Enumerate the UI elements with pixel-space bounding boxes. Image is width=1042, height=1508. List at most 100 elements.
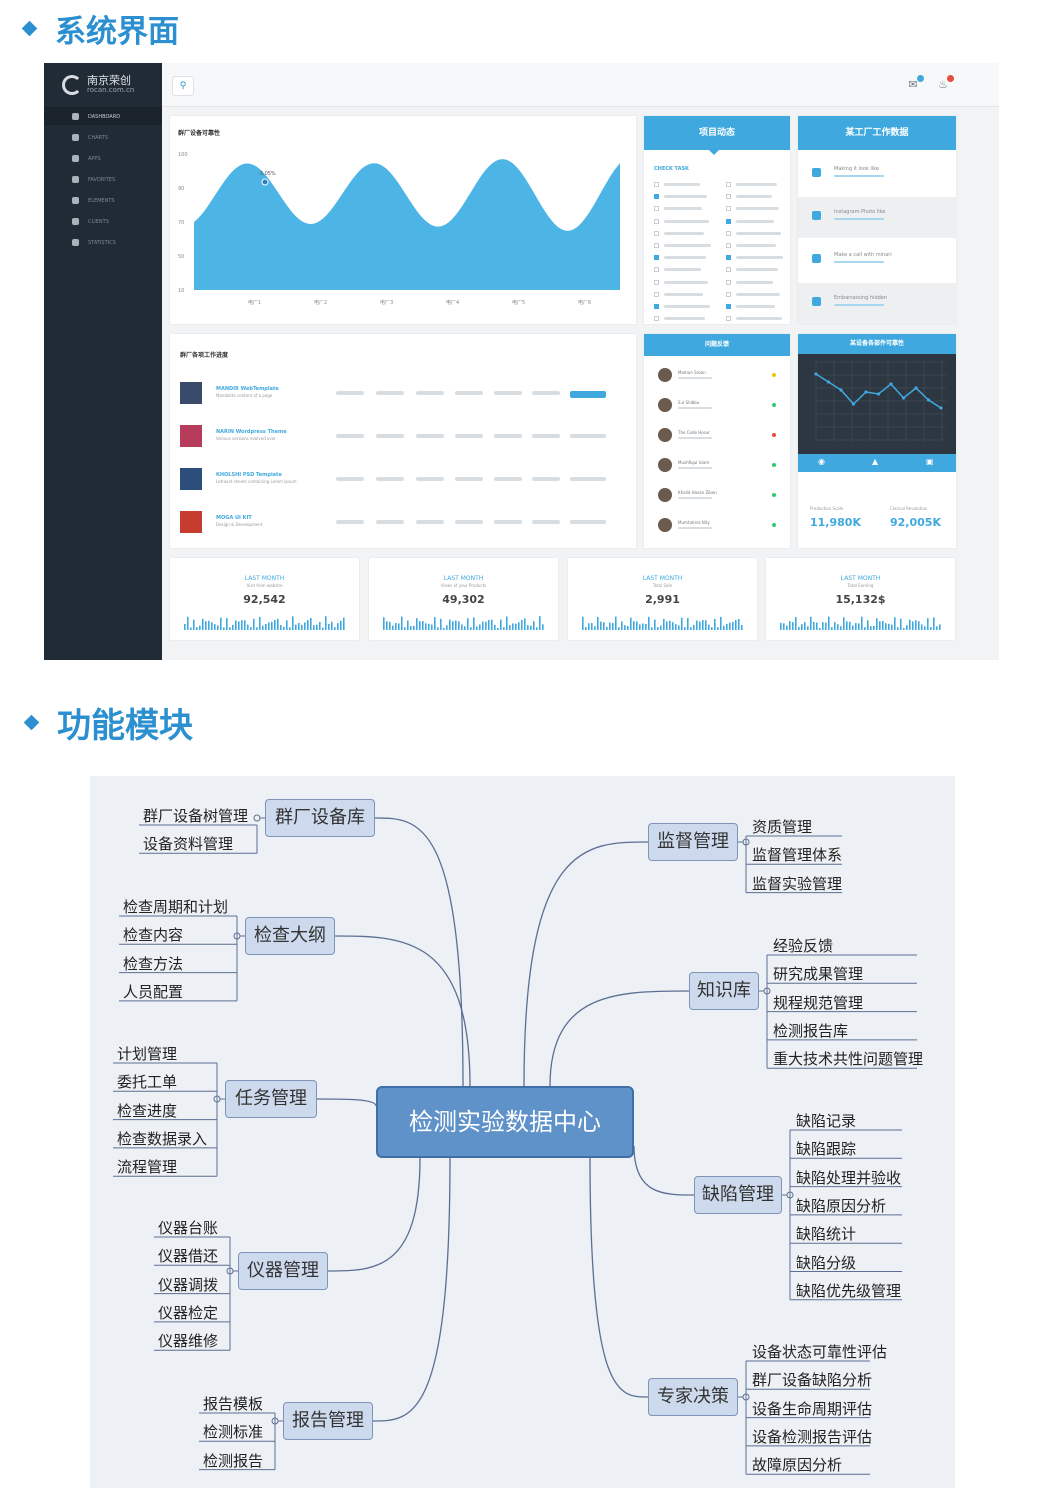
task-checkbox[interactable] <box>726 182 731 187</box>
leaf-expert-4[interactable]: 故障原因分析 <box>752 1456 843 1475</box>
branch-supervision[interactable]: 监督管理 <box>648 823 738 861</box>
search-button[interactable]: ⚲ <box>172 76 194 96</box>
task-checkbox[interactable] <box>654 206 659 212</box>
leaf-instrument-4[interactable]: 仪器维修 <box>158 1332 219 1351</box>
leaf-instrument-1[interactable]: 仪器借还 <box>158 1247 219 1266</box>
leaf-defect-1[interactable]: 缺陷跟踪 <box>796 1140 857 1159</box>
task-checkbox[interactable] <box>654 230 659 236</box>
feedback-name[interactable]: Khalid Hasan Zibon <box>678 490 717 495</box>
leaf-task-0[interactable]: 计划管理 <box>117 1045 178 1063</box>
thumb-icon[interactable]: ▲ <box>872 457 879 466</box>
factory-item-title[interactable]: Make a call with minari <box>834 252 892 258</box>
task-checkbox[interactable] <box>726 267 731 273</box>
task-checkbox[interactable] <box>726 243 731 248</box>
leaf-report-2[interactable]: 检测报告 <box>203 1451 264 1470</box>
leaf-outline-1[interactable]: 检查内容 <box>123 926 184 945</box>
factory-item-title[interactable]: Instagram Photo like <box>834 209 886 215</box>
leaf-instrument-0[interactable]: 仪器台账 <box>158 1219 219 1237</box>
task-checkbox[interactable] <box>654 194 659 200</box>
task-checkbox[interactable] <box>726 279 731 285</box>
leaf-equipment-1[interactable]: 设备资料管理 <box>143 835 234 854</box>
leaf-report-0[interactable]: 报告模板 <box>203 1395 264 1413</box>
task-checkbox[interactable] <box>654 267 659 273</box>
task-checkbox[interactable] <box>726 206 731 212</box>
leaf-report-1[interactable]: 检测标准 <box>203 1423 264 1442</box>
project-name[interactable]: KHOLSHI PSD Template <box>216 472 282 478</box>
branch-outline[interactable]: 检查大纲 <box>245 917 335 955</box>
leaf-task-3[interactable]: 检查数据录入 <box>117 1129 208 1148</box>
factory-item-title[interactable]: Making it look like <box>834 166 880 172</box>
cart-icon[interactable]: ▣ <box>926 457 934 466</box>
task-checkbox[interactable] <box>726 218 731 224</box>
sidebar-item-statistics[interactable]: STATISTICS <box>72 239 116 246</box>
leaf-knowledge-1[interactable]: 研究成果管理 <box>773 965 864 984</box>
leaf-outline-3[interactable]: 人员配置 <box>123 982 184 1001</box>
leaf-supervision-1[interactable]: 监督管理体系 <box>752 846 843 865</box>
sidebar-item-apps[interactable]: APPS <box>72 155 101 162</box>
branch-knowledge[interactable]: 知识库 <box>689 972 759 1010</box>
leaf-defect-2[interactable]: 缺陷处理并验收 <box>796 1168 902 1187</box>
task-checkbox[interactable] <box>654 218 659 224</box>
feedback-name[interactable]: The Code Hosur <box>678 430 710 435</box>
branch-expert[interactable]: 专家决策 <box>648 1378 738 1416</box>
task-checkbox[interactable] <box>726 291 731 297</box>
factory-item-title[interactable]: Embarrassing hidden <box>834 295 888 301</box>
sidebar-item-charts[interactable]: CHARTS <box>72 134 108 141</box>
leaf-expert-2[interactable]: 设备生命周期评估 <box>752 1399 873 1418</box>
leaf-instrument-3[interactable]: 仪器检定 <box>158 1303 219 1322</box>
leaf-knowledge-0[interactable]: 经验反馈 <box>773 937 834 955</box>
task-checkbox[interactable] <box>726 304 731 309</box>
leaf-supervision-2[interactable]: 监督实验管理 <box>752 874 843 893</box>
task-checkbox[interactable] <box>654 279 659 285</box>
task-checkbox[interactable] <box>726 230 731 236</box>
highlight-point[interactable] <box>261 178 269 186</box>
sidebar-item-clients[interactable]: CLIENTS <box>72 218 109 225</box>
logo[interactable]: 南京荣创 rocan.com.cn <box>62 75 134 95</box>
collapse-toggle-icon[interactable] <box>253 814 261 822</box>
leaf-defect-0[interactable]: 缺陷记录 <box>796 1112 857 1130</box>
leaf-knowledge-4[interactable]: 重大技术共性问题管理 <box>773 1050 924 1069</box>
feedback-name[interactable]: Mumtahina Nity <box>678 520 710 525</box>
leaf-equipment-0[interactable]: 群厂设备树管理 <box>143 807 249 825</box>
leaf-instrument-2[interactable]: 仪器调拨 <box>158 1275 219 1294</box>
mail-icon[interactable]: ✉ <box>906 75 924 92</box>
feedback-name[interactable]: Mamun Sroon <box>678 370 706 375</box>
leaf-defect-4[interactable]: 缺陷统计 <box>796 1225 857 1244</box>
feedback-name[interactable]: Mushfiqul Islam <box>678 460 710 465</box>
feedback-name[interactable]: S.a Shibbu <box>678 400 700 405</box>
task-checkbox[interactable] <box>654 291 659 297</box>
leaf-task-2[interactable]: 检查进度 <box>117 1101 178 1120</box>
sidebar-item-elements[interactable]: ELEMENTS <box>72 197 115 204</box>
task-checkbox[interactable] <box>654 182 659 187</box>
leaf-defect-3[interactable]: 缺陷原因分析 <box>796 1196 887 1215</box>
task-checkbox[interactable] <box>654 304 659 309</box>
leaf-outline-0[interactable]: 检查周期和计划 <box>123 898 229 916</box>
task-checkbox[interactable] <box>726 194 731 200</box>
eye-icon[interactable]: ◉ <box>818 457 825 466</box>
branch-defect[interactable]: 缺陷管理 <box>694 1176 782 1214</box>
mind-map-center-node[interactable]: 检测实验数据中心 <box>376 1086 634 1158</box>
branch-task[interactable]: 任务管理 <box>225 1080 317 1118</box>
project-name[interactable]: MANDIR WebTemplate <box>216 386 279 392</box>
branch-instrument[interactable]: 仪器管理 <box>238 1252 328 1290</box>
leaf-task-1[interactable]: 委托工单 <box>117 1073 178 1092</box>
leaf-defect-5[interactable]: 缺陷分级 <box>796 1253 857 1272</box>
task-checkbox[interactable] <box>654 255 659 261</box>
project-name[interactable]: MOGA UI KIT <box>216 515 252 521</box>
branch-report[interactable]: 报告管理 <box>283 1402 373 1440</box>
leaf-knowledge-3[interactable]: 检测报告库 <box>773 1021 849 1040</box>
project-name[interactable]: NARIN Wordpress Theme <box>216 429 287 435</box>
leaf-task-4[interactable]: 流程管理 <box>117 1158 178 1177</box>
leaf-expert-0[interactable]: 设备状态可靠性评估 <box>752 1343 888 1361</box>
task-checkbox[interactable] <box>654 243 659 248</box>
task-checkbox[interactable] <box>654 316 659 322</box>
task-checkbox[interactable] <box>726 316 731 322</box>
leaf-supervision-0[interactable]: 资质管理 <box>752 818 813 836</box>
branch-equipment[interactable]: 群厂设备库 <box>265 799 375 837</box>
task-checkbox[interactable] <box>726 255 731 261</box>
leaf-outline-2[interactable]: 检查方法 <box>123 954 184 973</box>
sidebar-item-dashboard[interactable]: DASHBOARD <box>72 113 120 120</box>
leaf-knowledge-2[interactable]: 规程规范管理 <box>773 993 864 1012</box>
leaf-defect-6[interactable]: 缺陷优先级管理 <box>796 1281 902 1300</box>
sidebar-item-favorites[interactable]: FAVORITES <box>72 176 115 183</box>
